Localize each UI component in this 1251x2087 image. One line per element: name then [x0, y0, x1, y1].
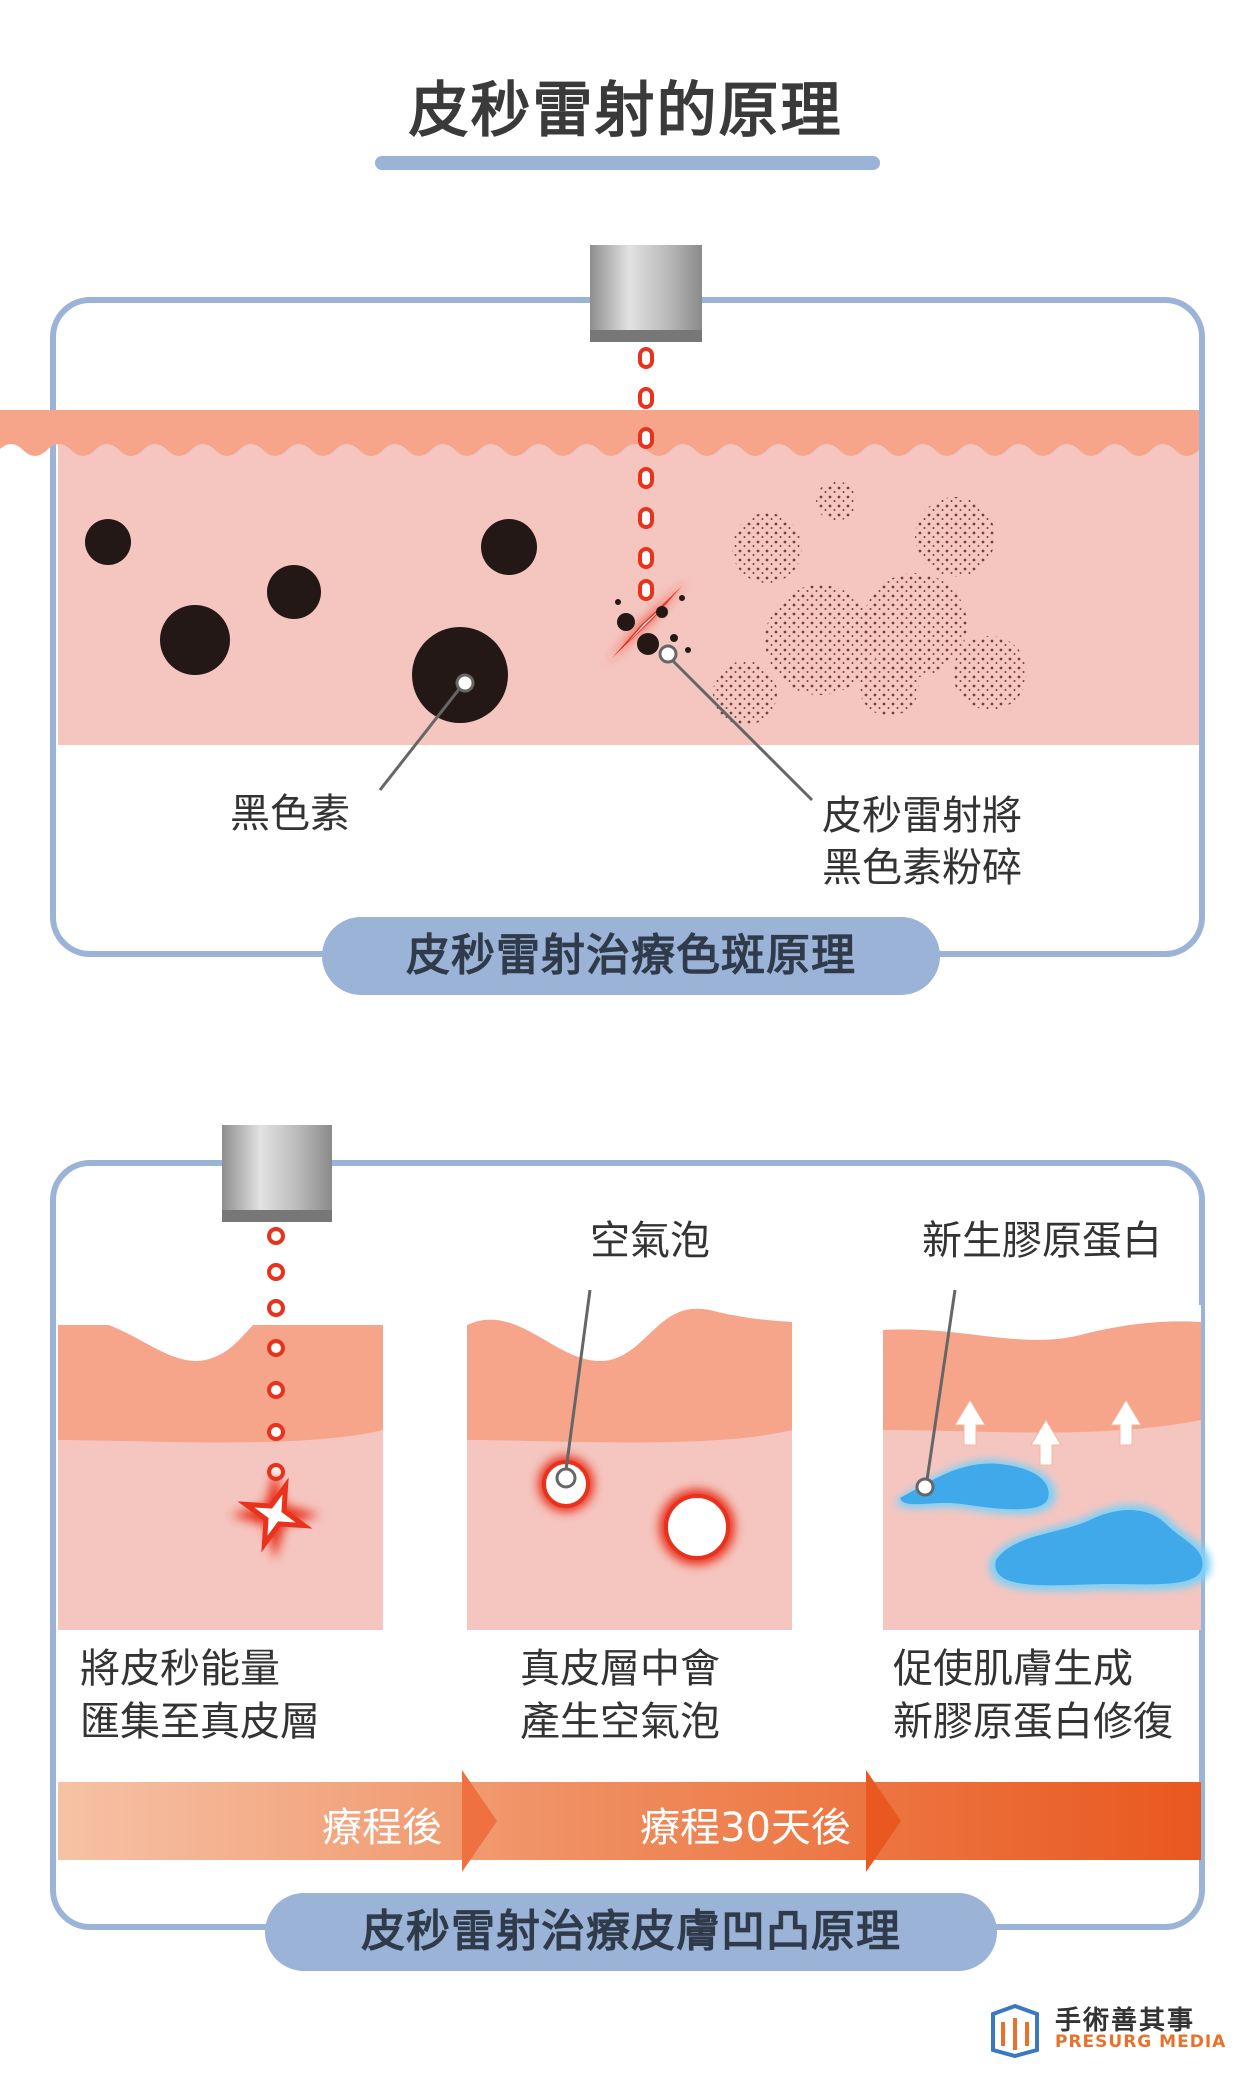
step3-line1: 促使肌膚生成	[893, 1646, 1133, 1692]
brand-name-en: PRESURG MEDIA	[1055, 2032, 1227, 2052]
step1-line2: 匯集至真皮層	[80, 1699, 320, 1745]
label-air-bubble: 空氣泡	[590, 1218, 710, 1264]
laser-burst-icon	[230, 1470, 320, 1560]
texture-caption: 皮秒雷射治療皮膚凹凸原理	[265, 1893, 997, 1971]
skin-epidermis	[58, 1308, 383, 1443]
timeline-chevron	[866, 1770, 901, 1872]
pointer-dot	[555, 1467, 577, 1489]
step2-line1: 真皮層中會	[520, 1646, 720, 1692]
pigment-dust	[713, 481, 1027, 725]
laser-beam	[638, 347, 654, 601]
laser-device-icon	[590, 245, 702, 342]
title-underline	[375, 156, 880, 170]
timeline-bar	[58, 1782, 1201, 1860]
skin-epidermis	[0, 410, 1199, 456]
pigment-dot	[160, 605, 230, 675]
pointer-dot	[915, 1477, 935, 1497]
up-arrow-icon	[954, 1399, 1142, 1466]
skin-dermis	[58, 410, 1199, 745]
brand-name-zh: 手術善其事	[1055, 2006, 1196, 2036]
timeline-label-after: 療程後	[322, 1805, 442, 1851]
step2-line2: 產生空氣泡	[520, 1699, 720, 1745]
brand-logo: 手術善其事 PRESURG MEDIA	[985, 2000, 1225, 2060]
label-break-line1: 皮秒雷射將	[822, 793, 1022, 839]
label-pigment: 黑色素	[230, 791, 350, 837]
pigment-caption: 皮秒雷射治療色斑原理	[322, 917, 940, 995]
laser-device-icon	[222, 1125, 332, 1222]
step1-line1: 將皮秒能量	[80, 1646, 280, 1692]
skin-epidermis	[883, 1321, 1201, 1433]
skin-epidermis	[467, 1308, 792, 1443]
pigment-dot	[267, 565, 321, 619]
leader-line	[670, 658, 814, 802]
air-bubble-icon	[659, 1489, 735, 1565]
collagen-icon	[895, 1459, 1211, 1592]
label-break-line2: 黑色素粉碎	[822, 845, 1022, 891]
pigment-dot	[481, 519, 537, 575]
pointer-dot	[658, 644, 678, 664]
leader-line	[925, 1289, 957, 1481]
leader-line	[564, 1289, 592, 1471]
step3-line2: 新膠原蛋白修復	[893, 1699, 1173, 1745]
timeline-chevron	[462, 1770, 497, 1872]
pigment-dot	[85, 519, 131, 565]
timeline-label-30days: 療程30天後	[640, 1805, 851, 1851]
label-collagen: 新生膠原蛋白	[922, 1218, 1162, 1264]
brand-mark-icon	[991, 2003, 1039, 2059]
pointer-dot	[455, 673, 475, 693]
leader-line	[378, 687, 462, 791]
page-title: 皮秒雷射的原理	[408, 76, 843, 146]
laser-burst-icon	[606, 580, 691, 664]
